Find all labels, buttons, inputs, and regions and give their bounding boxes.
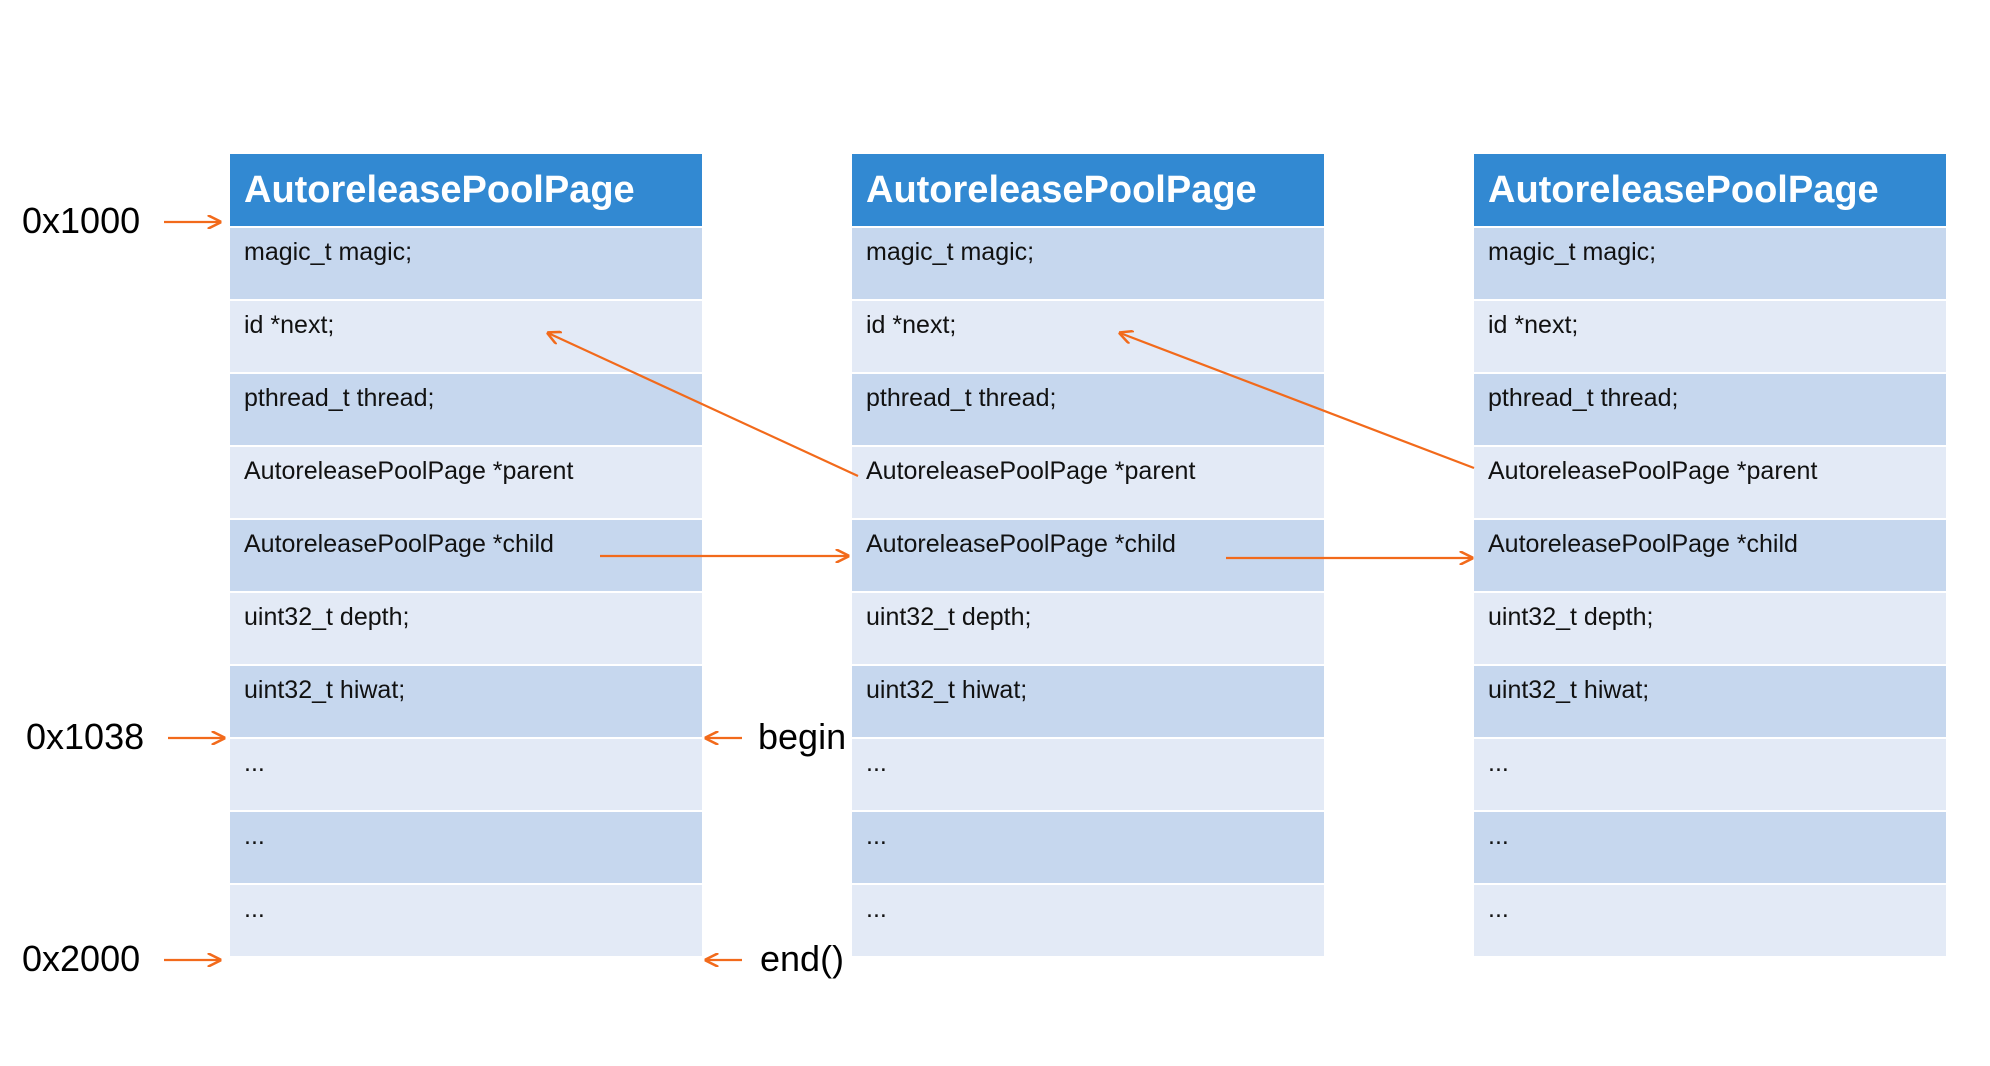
end-pointer-label: end() — [760, 938, 845, 979]
autorelease-pool-page-2: AutoreleasePoolPage magic_t magic; id *n… — [852, 154, 1324, 958]
page-header: AutoreleasePoolPage — [1474, 154, 1946, 226]
field-hiwat: uint32_t hiwat; — [1474, 666, 1946, 739]
field-parent: AutoreleasePoolPage *parent — [1474, 447, 1946, 520]
field-ellipsis: ... — [230, 812, 702, 885]
field-magic: magic_t magic; — [230, 228, 702, 301]
address-label-begin: 0x1038 — [26, 716, 145, 757]
address-label-start: 0x1000 — [22, 200, 141, 241]
field-depth: uint32_t depth; — [230, 593, 702, 666]
field-thread: pthread_t thread; — [230, 374, 702, 447]
field-next: id *next; — [852, 301, 1324, 374]
field-thread: pthread_t thread; — [852, 374, 1324, 447]
field-ellipsis: ... — [852, 739, 1324, 812]
page-header: AutoreleasePoolPage — [230, 154, 702, 226]
field-ellipsis: ... — [230, 885, 702, 958]
field-magic: magic_t magic; — [1474, 228, 1946, 301]
field-next: id *next; — [230, 301, 702, 374]
field-ellipsis: ... — [1474, 812, 1946, 885]
field-ellipsis: ... — [852, 812, 1324, 885]
field-parent: AutoreleasePoolPage *parent — [230, 447, 702, 520]
address-label-end: 0x2000 — [22, 938, 141, 979]
autorelease-pool-page-1: AutoreleasePoolPage magic_t magic; id *n… — [230, 154, 702, 958]
field-hiwat: uint32_t hiwat; — [230, 666, 702, 739]
field-next: id *next; — [1474, 301, 1946, 374]
field-child: AutoreleasePoolPage *child — [1474, 520, 1946, 593]
field-depth: uint32_t depth; — [1474, 593, 1946, 666]
field-parent: AutoreleasePoolPage *parent — [852, 447, 1324, 520]
field-ellipsis: ... — [1474, 885, 1946, 958]
begin-pointer-label: begin — [758, 716, 847, 757]
field-thread: pthread_t thread; — [1474, 374, 1946, 447]
field-ellipsis: ... — [230, 739, 702, 812]
field-ellipsis: ... — [852, 885, 1324, 958]
field-child: AutoreleasePoolPage *child — [230, 520, 702, 593]
autorelease-pool-page-3: AutoreleasePoolPage magic_t magic; id *n… — [1474, 154, 1946, 958]
field-child: AutoreleasePoolPage *child — [852, 520, 1324, 593]
field-hiwat: uint32_t hiwat; — [852, 666, 1324, 739]
page-header: AutoreleasePoolPage — [852, 154, 1324, 226]
field-depth: uint32_t depth; — [852, 593, 1324, 666]
field-ellipsis: ... — [1474, 739, 1946, 812]
field-magic: magic_t magic; — [852, 228, 1324, 301]
